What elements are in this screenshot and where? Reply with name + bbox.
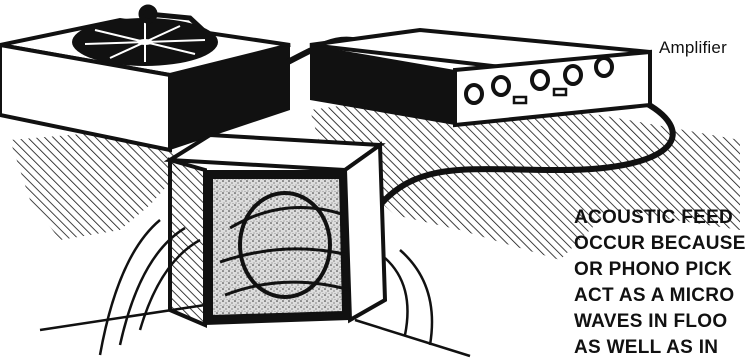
caption-line: AS WELL AS IN [574, 335, 746, 361]
amplifier-label: Amplifier [659, 38, 727, 58]
caption-line: ACT AS A MICRO [574, 283, 746, 309]
caption-text: ACOUSTIC FEED OCCUR BECAUSE OR PHONO PIC… [574, 205, 746, 361]
caption-line: WAVES IN FLOO [574, 309, 746, 335]
caption-line: OR PHONO PICK [574, 257, 746, 283]
caption-line: ACOUSTIC FEED [574, 205, 746, 231]
speaker [170, 135, 385, 325]
caption-line: OCCUR BECAUSE [574, 231, 746, 257]
turntable [0, 7, 290, 150]
